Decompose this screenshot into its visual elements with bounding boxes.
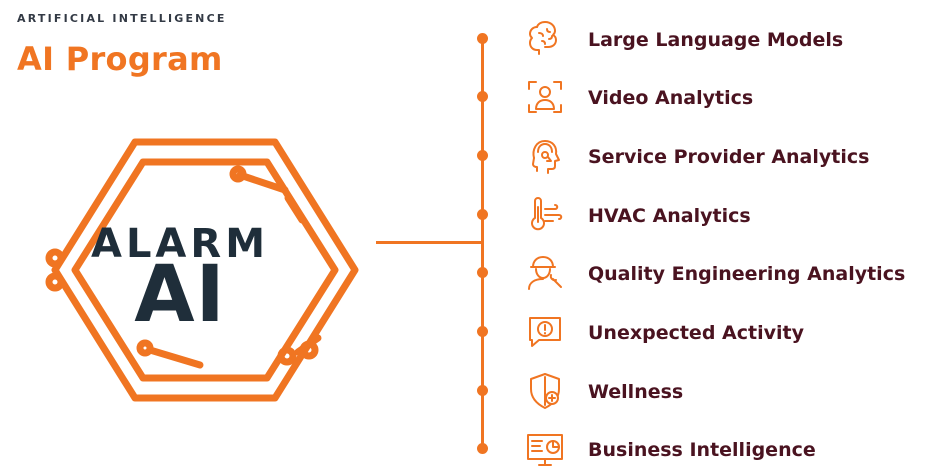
item-label-video-analytics: Video Analytics: [588, 87, 754, 109]
item-label-large-language-models: Large Language Models: [588, 29, 844, 51]
timeline-spine: [481, 37, 484, 449]
timeline-dot: [477, 150, 488, 161]
item-label-business-intelligence: Business Intelligence: [588, 439, 816, 461]
page-title: AI Program: [17, 40, 223, 78]
list-item: Quality Engineering Analytics: [0, 253, 935, 293]
headset-agent-icon: [532, 140, 560, 174]
thermometer-airflow-icon: [531, 197, 563, 231]
list-item: Service Provider Analytics: [0, 136, 935, 176]
engineer-wrench-icon: [528, 256, 562, 290]
timeline-dot: [477, 91, 488, 102]
timeline-dot: [477, 267, 488, 278]
timeline-dot: [477, 326, 488, 337]
item-label-service-provider-analytics: Service Provider Analytics: [588, 146, 870, 168]
list-item: Business Intelligence: [0, 429, 935, 469]
shield-health-icon: [530, 373, 560, 409]
list-item: Large Language Models: [0, 19, 935, 59]
dashboard-monitor-icon: [527, 434, 563, 466]
list-item: Video Analytics: [0, 77, 935, 117]
eyebrow-heading: ARTIFICIAL INTELLIGENCE: [17, 12, 227, 25]
logo-text-ai: AI: [134, 250, 226, 340]
person-focus-icon: [528, 81, 562, 113]
timeline-dot: [477, 443, 488, 454]
timeline-dot: [477, 385, 488, 396]
timeline-dot: [477, 209, 488, 220]
alert-message-icon: [529, 317, 561, 347]
list-item: Unexpected Activity: [0, 312, 935, 352]
item-label-quality-engineering-analytics: Quality Engineering Analytics: [588, 263, 906, 285]
item-label-unexpected-activity: Unexpected Activity: [588, 322, 804, 344]
item-label-hvac-analytics: HVAC Analytics: [588, 205, 751, 227]
timeline-dot: [477, 33, 488, 44]
item-label-wellness: Wellness: [588, 381, 684, 403]
alarm-ai-logo: [45, 138, 359, 402]
logo-connector-line: [376, 241, 483, 244]
brain-icon: [529, 21, 557, 55]
list-item: Wellness: [0, 371, 935, 411]
list-item: HVAC Analytics: [0, 195, 935, 235]
logo-text-alarm: ALARM: [90, 221, 269, 267]
